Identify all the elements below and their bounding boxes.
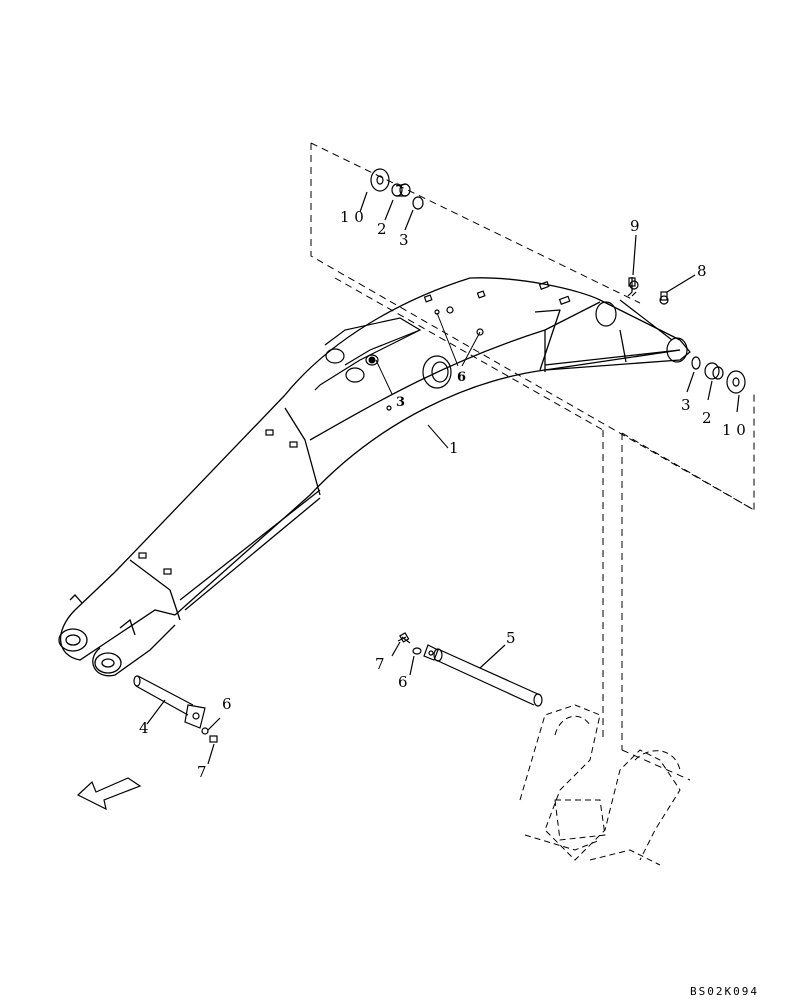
callout-5: 5: [506, 629, 516, 647]
callout-7-mid: 7: [375, 655, 385, 673]
callout-2-right: 2: [702, 409, 712, 427]
callout-1: 1: [449, 439, 459, 457]
phantom-upper-structure: [519, 704, 681, 866]
boom-foot: [58, 571, 176, 677]
callout-3-top: 3: [399, 231, 409, 249]
callout-2-top: 2: [377, 220, 387, 238]
drawing-code: BS02K094: [690, 985, 759, 998]
callout-3-right: 3: [681, 396, 691, 414]
washer-10-top: [370, 168, 390, 192]
callout-6-mid: 6: [457, 370, 466, 385]
boom-head: [595, 280, 688, 363]
callout-9: 9: [630, 217, 640, 235]
callout-8: 8: [697, 262, 707, 280]
ring-3-right: [691, 356, 701, 370]
pin-group-top: [359, 168, 424, 231]
callout-4: 4: [139, 719, 149, 737]
callout-10-right: 1 0: [722, 421, 746, 439]
grease-fittings: [627, 234, 696, 301]
ring-3-top: [412, 196, 424, 210]
callout-7-left: 7: [197, 763, 207, 781]
pin-4: [133, 675, 221, 765]
callout-3-mid: 3: [396, 395, 405, 410]
mid-leaders: [368, 312, 481, 449]
pin-5: [391, 632, 543, 707]
callout-labels: 1 1 0 2 3 9 8 6 3 3 2 1 0 5 7 6 4 6 7: [139, 208, 746, 781]
callout-6-left: 6: [222, 695, 232, 713]
front-direction-arrow: [76, 777, 142, 811]
boom-bracket: [138, 280, 571, 575]
boom-body: [114, 277, 691, 621]
bushing-2-right: [704, 362, 720, 380]
pin-group-right: [686, 356, 746, 413]
callout-6-lower: 6: [398, 673, 408, 691]
phantom-frame-upper: [310, 142, 755, 781]
washer-10-right: [726, 370, 746, 394]
callout-10-top: 1 0: [340, 208, 364, 226]
